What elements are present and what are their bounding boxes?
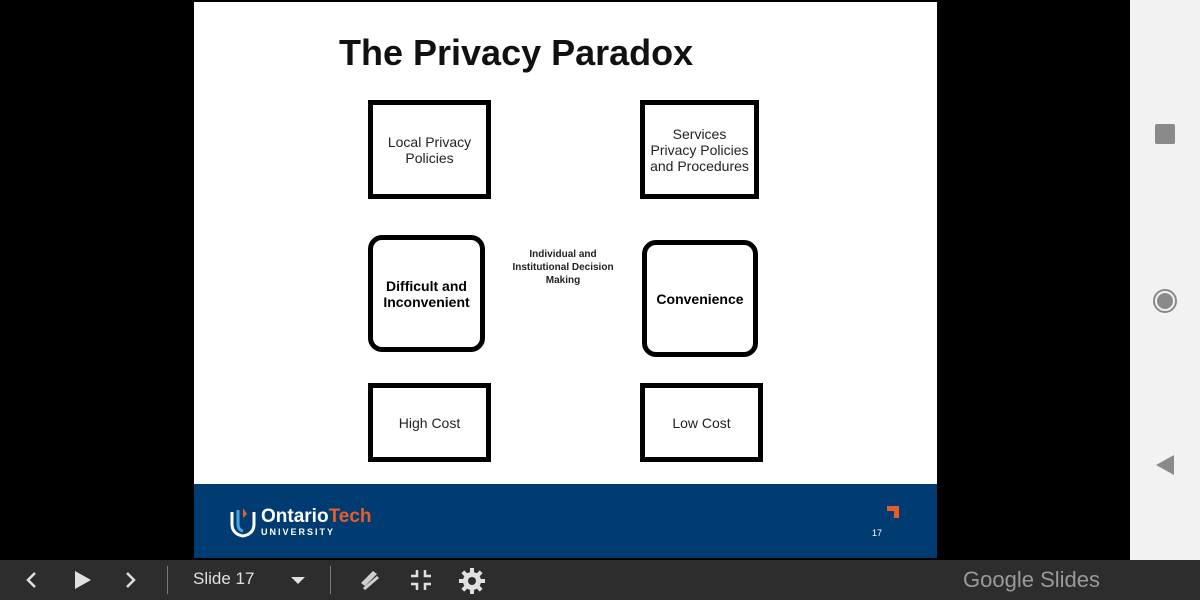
high-cost-box: High Cost [368,383,491,462]
slide-title: The Privacy Paradox [339,32,694,73]
circle-icon[interactable] [1152,288,1178,314]
difficult-inconvenient-box: Difficult and Inconvenient [368,235,485,352]
play-icon[interactable] [70,568,94,592]
slide-page-number: 17 [872,528,883,538]
square-icon[interactable] [1154,123,1176,145]
annotate-pen-icon[interactable] [358,568,382,592]
slide-footer: OntarioTech UNIVERSITY 17 [194,484,937,558]
convenience-box: Convenience [642,240,758,357]
chevron-right-icon[interactable] [118,568,142,592]
logo-subtitle: UNIVERSITY [261,526,336,537]
decision-making-label: Individual and Institutional Decision Ma… [512,249,614,286]
services-privacy-policies-box: Services Privacy Policies and Procedures [640,100,759,199]
ontario-tech-shield-icon [230,508,256,538]
local-privacy-policies-box: Local Privacy Policies [368,100,491,199]
toolbar-divider [167,566,168,594]
corner-accent-icon [887,506,899,518]
google-slides-brand: Google Slides [963,567,1100,592]
ontario-tech-logo: OntarioTech UNIVERSITY [229,506,372,538]
system-nav-panel [1130,0,1200,560]
slide-selector[interactable]: Slide 17 [193,569,255,588]
presentation-toolbar: Slide 17 Google Slides [0,560,1200,600]
low-cost-box: Low Cost [640,383,763,462]
chevron-left-icon[interactable] [20,568,44,592]
back-triangle-icon[interactable] [1154,454,1176,476]
exit-fullscreen-icon[interactable] [409,568,433,592]
logo-name: OntarioTech [261,505,372,527]
dropdown-icon[interactable] [286,568,310,592]
toolbar-divider [330,566,331,594]
settings-gear-icon[interactable] [458,567,486,595]
slide-canvas: The Privacy Paradox Local Privacy Polici… [194,2,937,558]
